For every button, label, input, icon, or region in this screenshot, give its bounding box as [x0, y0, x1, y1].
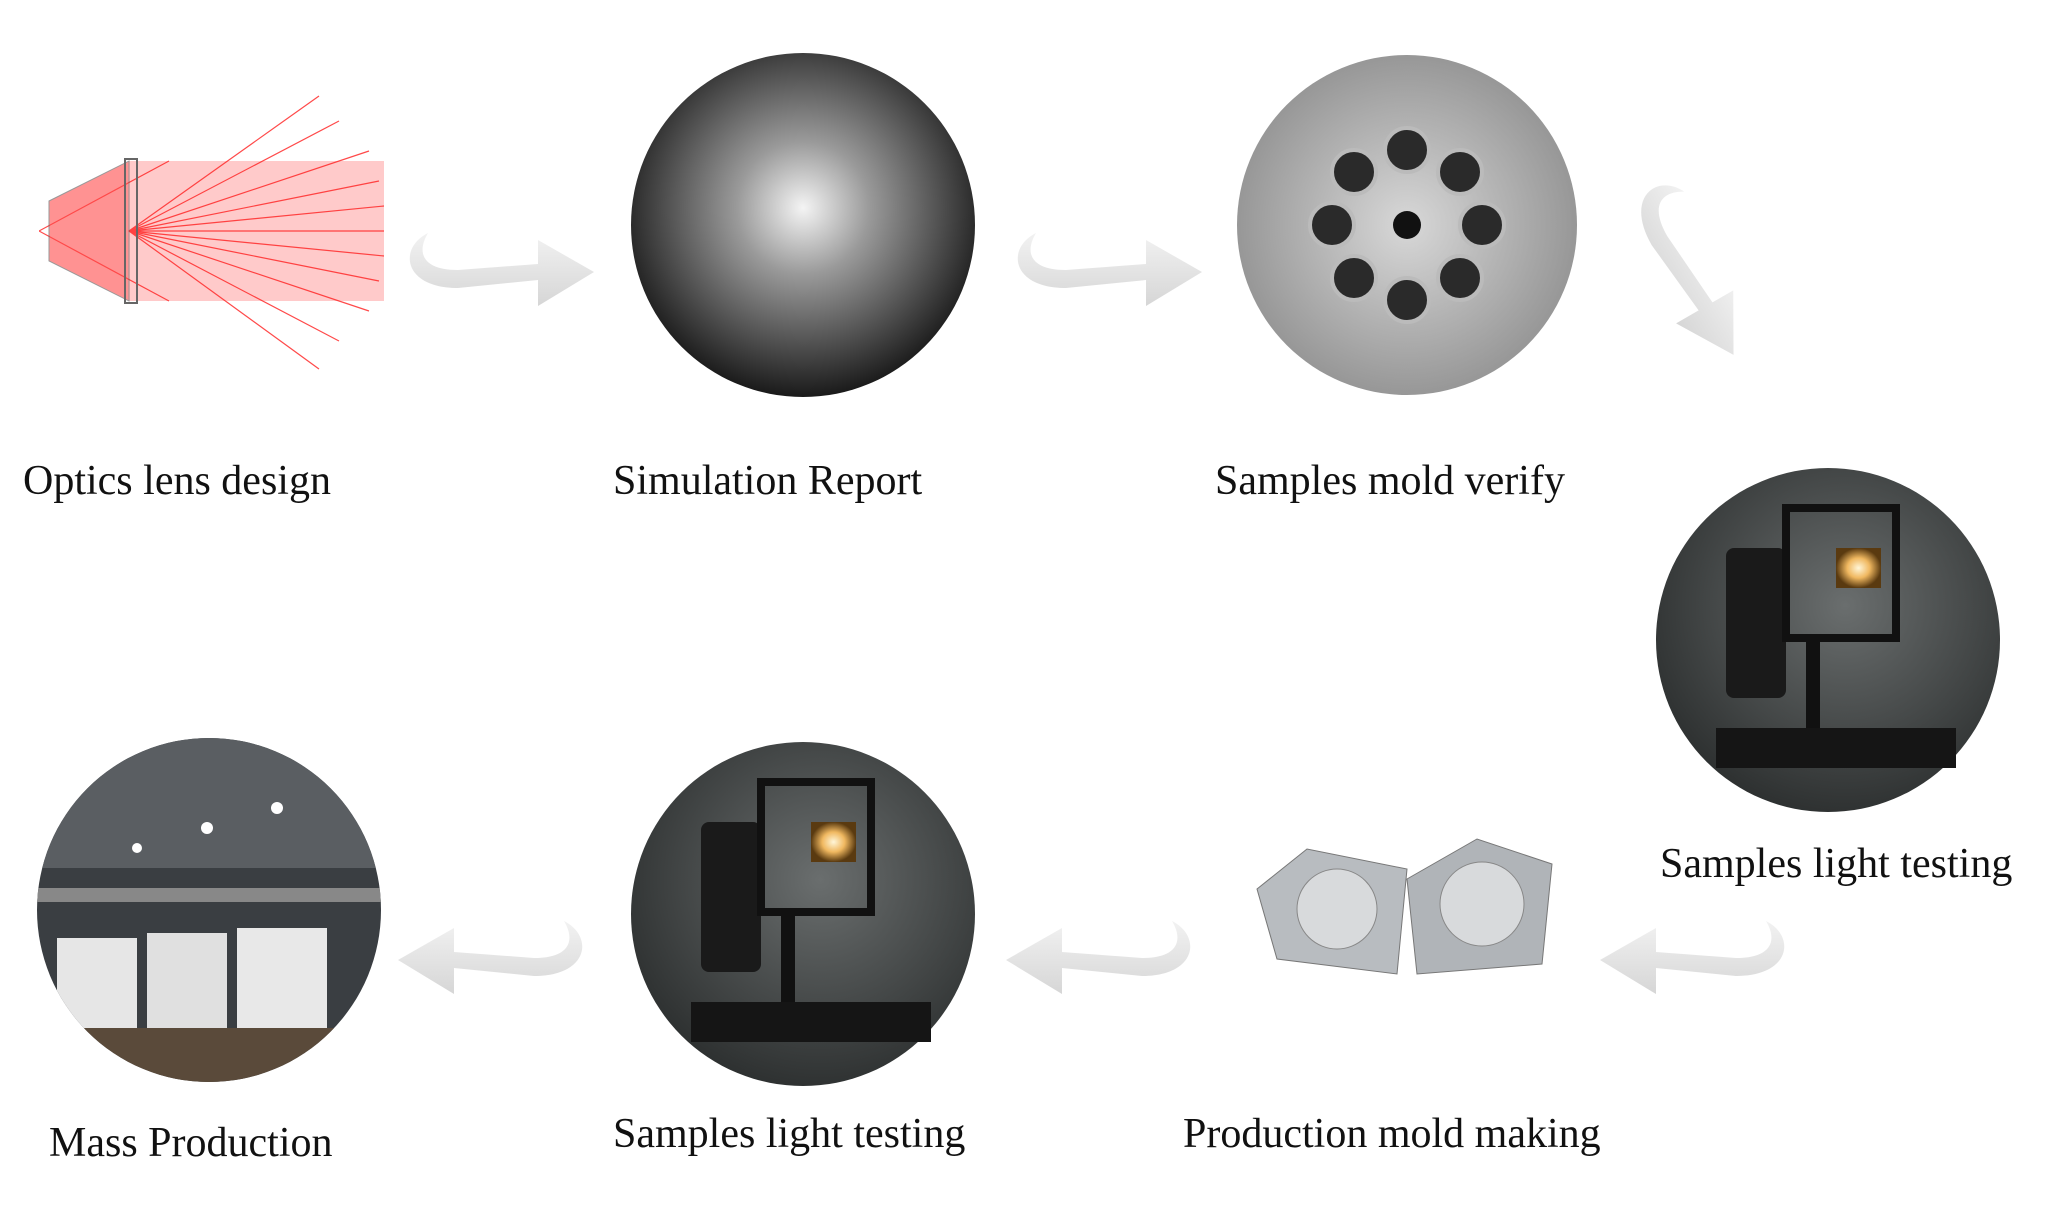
step-label-optics-lens-design: Optics lens design: [23, 458, 331, 504]
step-label-simulation-report: Simulation Report: [613, 458, 923, 504]
production-mold-image: [1256, 838, 1553, 975]
arrow-left-icon: [1600, 921, 1785, 994]
arrow-right-icon: [409, 233, 594, 306]
step-label-samples-mold-verify: Samples mold verify: [1215, 458, 1565, 504]
simulation-sphere-image: [631, 53, 975, 397]
step-label-samples-light-testing-2: Samples light testing: [613, 1111, 966, 1157]
arrow-down-icon: [1611, 175, 1768, 372]
factory-floor-image: [37, 738, 381, 1082]
step-label-samples-light-testing: Samples light testing: [1660, 841, 2013, 887]
optics-ray-trace-image: [39, 95, 385, 370]
step-label-production-mold-making: Production mold making: [1183, 1111, 1601, 1157]
light-test-rig-image: [1656, 468, 2000, 812]
sample-mold-image: [1237, 55, 1577, 395]
step-label-mass-production: Mass Production: [49, 1120, 333, 1166]
arrow-left-icon: [398, 921, 583, 994]
arrow-left-icon: [1006, 921, 1191, 994]
arrow-right-icon: [1017, 233, 1202, 306]
light-test-rig-image-2: [631, 742, 975, 1086]
